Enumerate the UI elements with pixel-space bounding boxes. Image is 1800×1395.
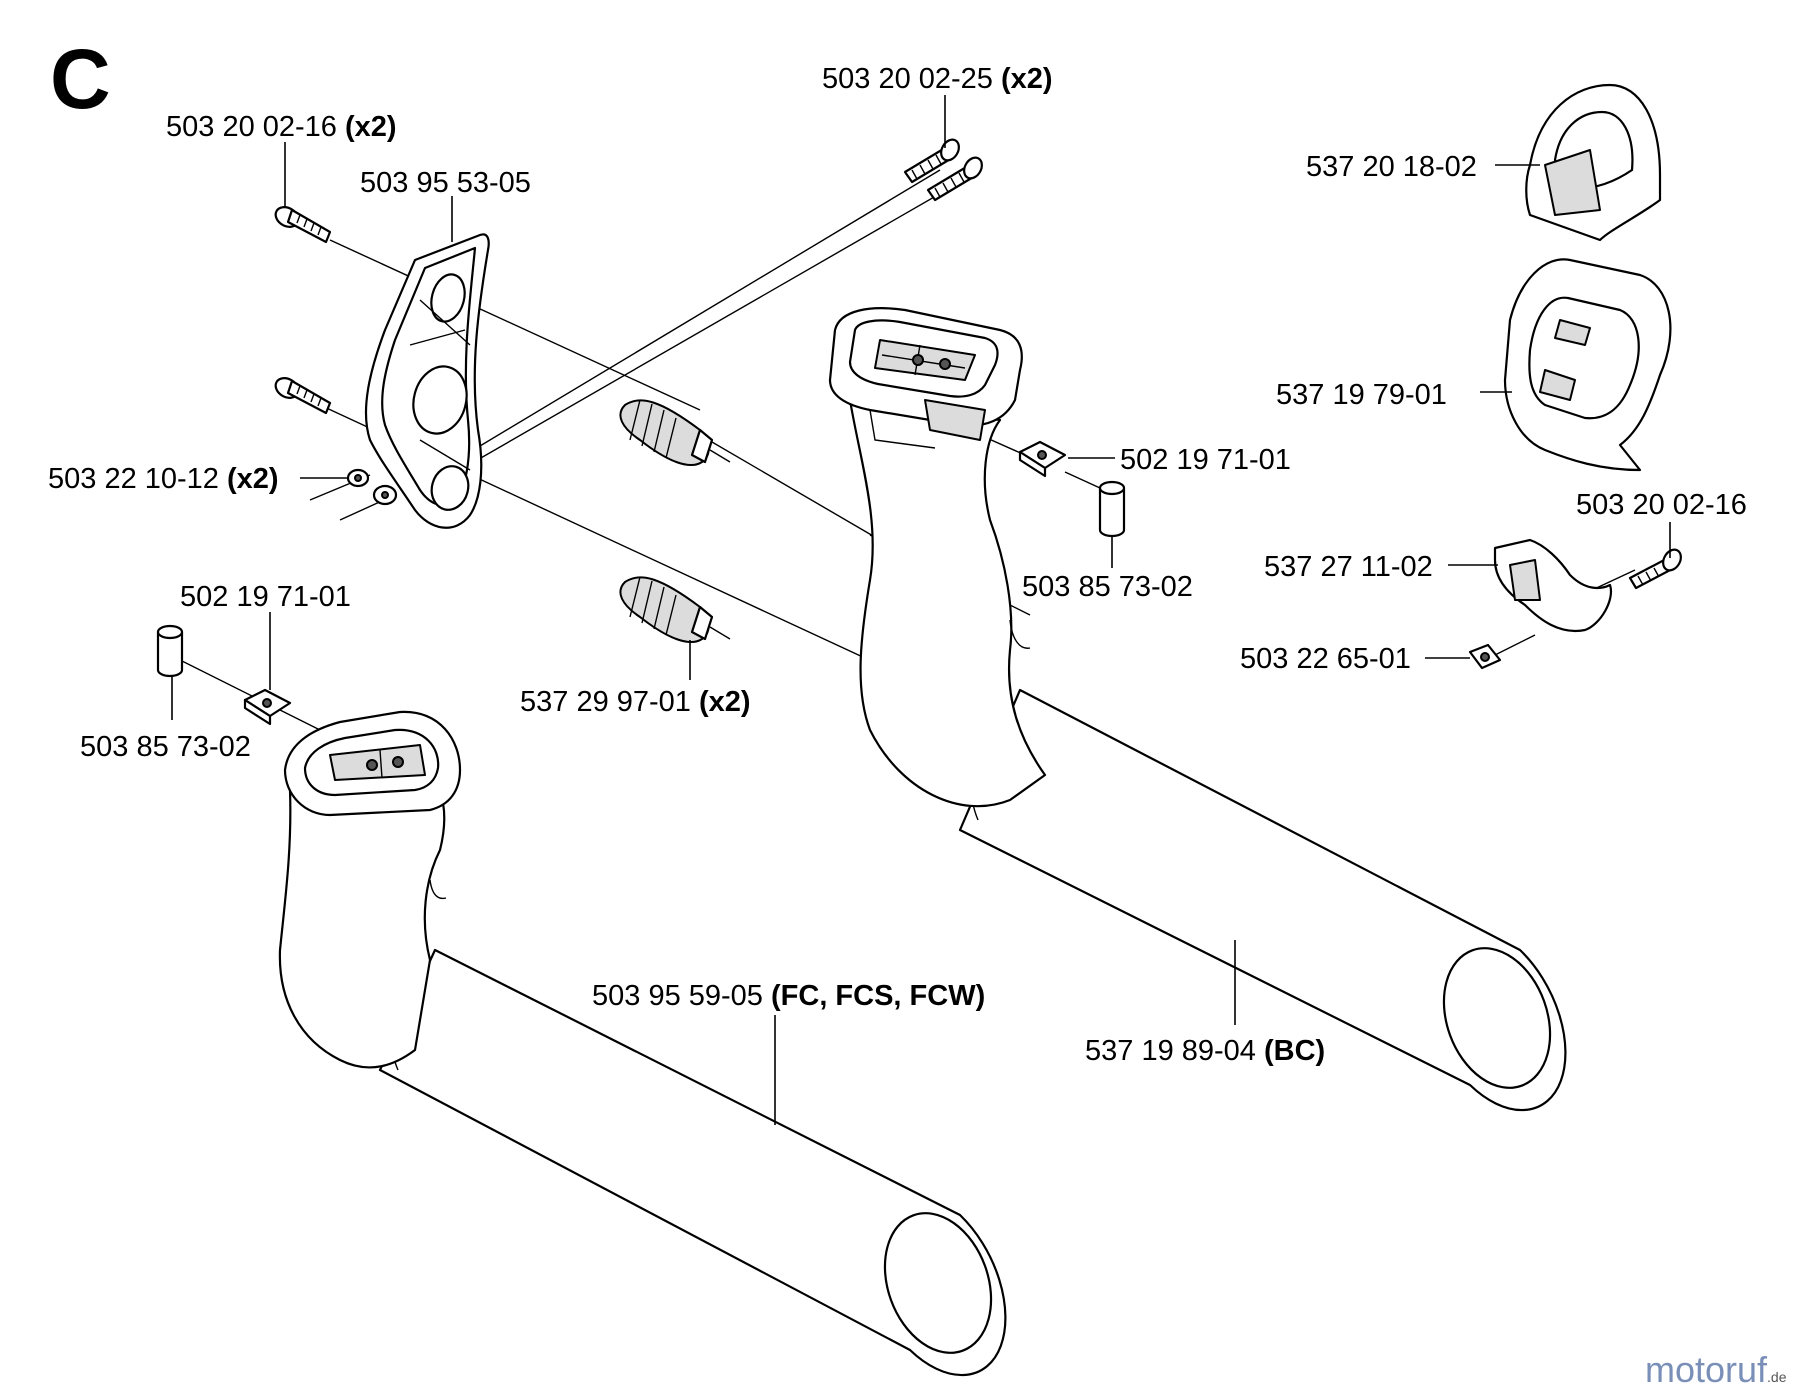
label-clamp: 537 27 11-02	[1264, 551, 1433, 583]
label-handle-fc: 503 95 59-05 (FC, FCS, FCW)	[592, 980, 985, 1012]
screw-right	[1628, 548, 1682, 590]
cover-top	[1525, 83, 1662, 242]
part-labels: 503 20 02-16 (x2) 503 95 53-05 503 20 02…	[48, 63, 1747, 1067]
label-handle-bc: 537 19 89-04 (BC)	[1085, 1035, 1325, 1067]
spacer-left	[156, 624, 184, 678]
damper-lower	[619, 576, 731, 643]
nut-left	[346, 468, 398, 506]
damper-upper	[619, 399, 731, 466]
label-screw-right: 503 20 02-16	[1576, 489, 1747, 521]
section-letter: C	[50, 32, 111, 126]
screw-top-left	[274, 206, 332, 244]
label-damper: 537 29 97-01 (x2)	[520, 686, 751, 718]
spacer-right	[1098, 480, 1126, 538]
label-square-nut-left: 502 19 71-01	[180, 581, 351, 613]
cover-mid	[1503, 258, 1672, 472]
label-nut-right: 503 22 65-01	[1240, 643, 1411, 675]
label-cover-top: 537 20 18-02	[1306, 151, 1477, 183]
nut-right	[1468, 643, 1502, 670]
label-screw-long: 503 20 02-25 (x2)	[822, 63, 1053, 95]
clamp	[1493, 538, 1613, 633]
handle-bc	[828, 307, 1567, 1112]
handle-fc	[278, 710, 1007, 1377]
square-nut-right	[1018, 440, 1067, 478]
label-screw-top-left: 503 20 02-16 (x2)	[166, 111, 397, 143]
label-spacer-right: 503 85 73-02	[1022, 571, 1193, 603]
label-bracket: 503 95 53-05	[360, 167, 531, 199]
label-spacer-left: 503 85 73-02	[80, 731, 251, 763]
bracket	[364, 233, 490, 529]
leader-lines	[171, 95, 1671, 1125]
label-cover-mid: 537 19 79-01	[1276, 379, 1447, 411]
screw-long	[903, 138, 983, 202]
label-nut-left: 503 22 10-12 (x2)	[48, 463, 279, 495]
watermark: motoruf.de	[1645, 1349, 1787, 1390]
screw-mid-left	[274, 377, 332, 415]
square-nut-left	[243, 688, 292, 726]
label-square-nut-right: 502 19 71-01	[1120, 444, 1291, 476]
